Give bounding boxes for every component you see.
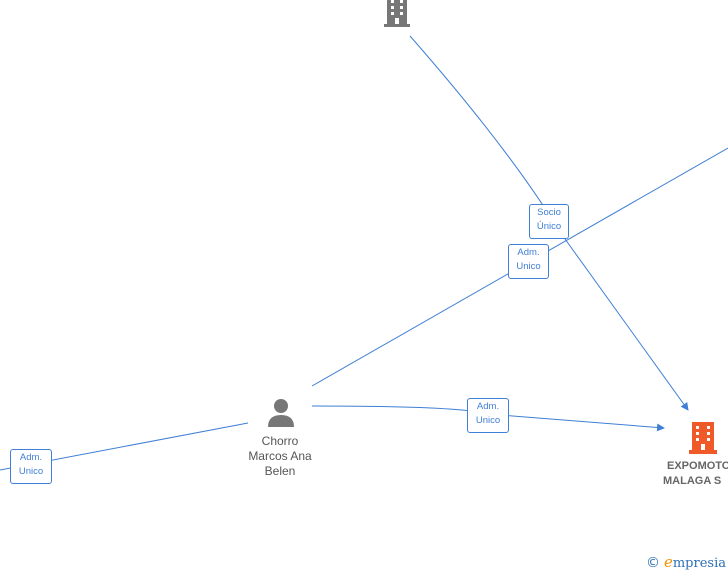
person-node[interactable] (266, 396, 296, 433)
person-label-line-3: Belen (264, 464, 296, 478)
edge-label-socio-unico[interactable]: Socio Único (529, 204, 569, 239)
edge-label-adm-unico-middle[interactable]: Adm. Unico (467, 398, 509, 433)
edge-label-line: Unico (516, 261, 541, 272)
copyright-symbol: © (645, 555, 660, 571)
target-company-label: EXPOMOTO MALAGA S (663, 459, 728, 489)
person-label-line-2: Marcos Ana (248, 449, 312, 463)
edge-label-adm-unico-left[interactable]: Adm. Unico (10, 449, 52, 484)
brand-initial: e (663, 553, 673, 571)
edge-label-line: Adm. (19, 452, 43, 463)
person-label: Chorro Marcos Ana Belen (234, 434, 326, 479)
target-company-label-line-2: MALAGA S (663, 475, 722, 487)
top-company-node[interactable] (381, 0, 413, 33)
edge-label-line: Unico (18, 466, 44, 477)
person-label-line-1: Chorro (261, 434, 299, 448)
target-company-label-line-1: EXPOMOTO (667, 460, 728, 472)
edge-label-line: Socio (537, 207, 561, 218)
edge-label-line: Adm. (476, 401, 500, 412)
building-icon (384, 0, 410, 27)
edge-label-line: Adm. (517, 247, 540, 258)
target-company-node[interactable] (687, 420, 719, 461)
edge-label-adm-unico-upper[interactable]: Adm. Unico (508, 244, 549, 279)
edge-label-line: Único (536, 221, 562, 232)
edge-label-line: Unico (475, 415, 501, 426)
person-icon (268, 399, 294, 427)
brand-name: mpresia (672, 556, 726, 571)
building-icon (689, 422, 717, 454)
empresia-logo: ©empresia (646, 553, 726, 571)
